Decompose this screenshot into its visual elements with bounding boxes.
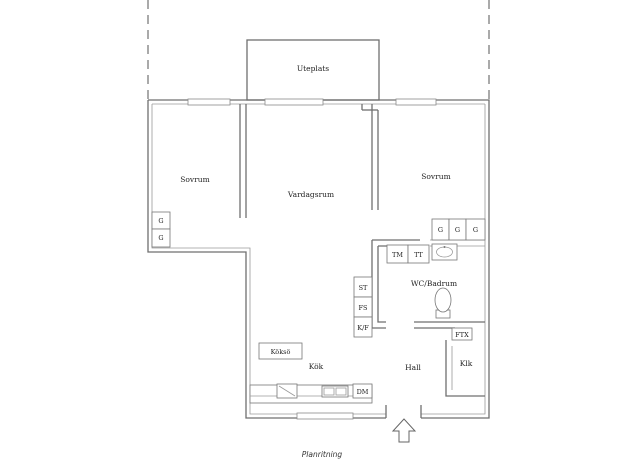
stove-icon (276, 383, 298, 399)
closet-g-5 (465, 218, 486, 241)
kitchen-island (258, 342, 303, 360)
room-wc-badrum: WC/Badrum (411, 279, 457, 288)
closet-g-4-label: G (455, 226, 460, 234)
closet-g-2-label: G (158, 234, 163, 242)
room-sovrum-left: Sovrum (180, 175, 209, 184)
closet-g-1-label: G (158, 217, 163, 225)
fridge-kf-label: K/F (357, 324, 369, 332)
washbasin-icon (431, 243, 458, 261)
freezer-fs-label: FS (359, 304, 368, 312)
room-vardagsrum: Vardagsrum (287, 190, 334, 199)
interior-walls (239, 104, 485, 418)
toilet-icon (434, 287, 452, 319)
dryer-tt-label: TT (414, 251, 423, 259)
room-uteplats: Uteplats (297, 64, 329, 73)
ventilation-ftx-label: FTX (455, 331, 469, 339)
dishwasher-dm (352, 383, 373, 399)
stove-st-label: ST (359, 284, 368, 292)
closet-g-5-label: G (473, 226, 478, 234)
dryer-tt (407, 244, 430, 264)
sink-icon (321, 385, 349, 398)
entrance-arrow-icon (391, 418, 417, 443)
windows (187, 98, 437, 420)
plan-caption: Planritning (302, 450, 343, 459)
ventilation-ftx (451, 327, 473, 341)
room-sovrum-right: Sovrum (421, 172, 450, 181)
room-hall: Hall (405, 363, 421, 372)
room-klk: Klk (460, 359, 473, 368)
fridge-kf (353, 316, 373, 338)
plot-boundary (147, 0, 490, 100)
closet-g-3-label: G (438, 226, 443, 234)
closet-g-2 (151, 228, 171, 248)
washer-tm-label: TM (392, 251, 403, 259)
kitchen-island-label: Köksö (271, 348, 291, 356)
dishwasher-dm-label: DM (357, 388, 369, 396)
room-kok: Kök (309, 362, 324, 371)
